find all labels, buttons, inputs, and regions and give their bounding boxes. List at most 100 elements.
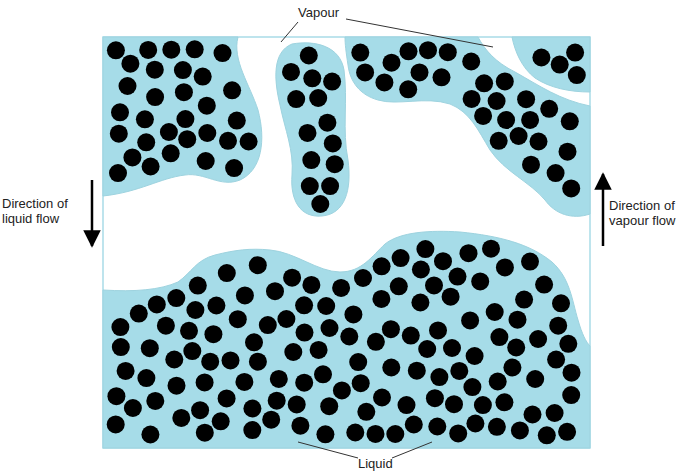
packing-particle (191, 401, 209, 419)
packing-particle (463, 90, 481, 108)
packing-particle (373, 389, 391, 407)
packing-particle (497, 111, 515, 129)
packing-particle (439, 43, 457, 61)
liquid-film (512, 37, 590, 92)
packing-particle (137, 133, 155, 151)
liquid-film (103, 231, 590, 448)
packing-particle (563, 364, 581, 382)
packing-particle (392, 249, 410, 267)
packing-particle (146, 88, 164, 106)
packing-particle (136, 110, 154, 128)
text-label: Direction of vapour flow (609, 198, 689, 228)
packing-particle (197, 152, 215, 170)
packing-particle (318, 114, 336, 132)
packing-particle (160, 123, 178, 141)
packing-particle (429, 321, 447, 339)
packing-particle (245, 333, 263, 351)
packing-particle (418, 340, 436, 358)
packing-particle (180, 322, 198, 340)
packing-particle (411, 294, 429, 312)
packing-particle (266, 282, 284, 300)
packing-particle (547, 351, 565, 369)
packing-particle (277, 310, 295, 328)
packing-particle (460, 244, 478, 262)
packing-particle (405, 416, 423, 434)
packing-particle (162, 41, 180, 59)
packing-particle (223, 81, 241, 99)
text-label: Direction of liquid flow (2, 196, 86, 226)
packing-particle (259, 316, 277, 334)
packing-particle (466, 415, 484, 433)
packing-particle (270, 370, 288, 388)
packing-particle (507, 339, 525, 357)
packing-particle (165, 351, 183, 369)
packing-particle (282, 63, 300, 81)
packing-particle (475, 74, 493, 92)
packing-particle (558, 423, 576, 441)
liquid-film (103, 37, 262, 196)
packing-particle (284, 343, 302, 361)
packing-particle (474, 107, 492, 125)
packing-particle (107, 387, 125, 405)
packing-particle (240, 133, 258, 151)
packing-particle (110, 125, 128, 143)
packing-particle (300, 47, 318, 65)
packing-particle (225, 159, 243, 177)
packing-particle (121, 55, 139, 73)
packing-particle (323, 73, 341, 91)
packing-particle (546, 404, 564, 422)
packing-particle (425, 276, 443, 294)
packing-particle (302, 151, 320, 169)
packing-particle (229, 310, 247, 328)
packing-particle (310, 341, 328, 359)
packing-particle (109, 164, 127, 182)
packing-particle (471, 272, 489, 290)
packing-particle (375, 73, 393, 91)
packing-particle (288, 395, 306, 413)
leader-line (392, 442, 432, 458)
packing-particle (357, 403, 375, 421)
packing-particle (408, 362, 426, 380)
packing-particle (228, 112, 246, 130)
packing-particle (299, 124, 317, 142)
vapour-flow-arrow (602, 174, 605, 246)
packing-particle (490, 132, 508, 150)
packing-particle (503, 359, 521, 377)
packing-particle (462, 53, 480, 71)
packing-particle (428, 418, 446, 436)
packing-particle (146, 61, 164, 79)
packing-particle (526, 370, 544, 388)
liquid-film (345, 37, 590, 216)
packing-particle (566, 44, 584, 62)
packing-particle (510, 127, 528, 145)
packing-particle (402, 327, 420, 345)
packing-particle (496, 72, 514, 90)
leader-line (346, 19, 493, 47)
packing-particle (530, 133, 548, 151)
leader-line (281, 22, 298, 42)
packing-particle (207, 297, 225, 315)
packing-particle (382, 320, 400, 338)
packing-particle (320, 397, 338, 415)
packing-particle (445, 395, 463, 413)
packing-particle (175, 83, 193, 101)
packing-particle (488, 418, 506, 436)
packing-particle (356, 63, 374, 81)
packing-particle (434, 252, 452, 270)
packing-particle (344, 305, 362, 323)
packing-particle (141, 339, 159, 357)
packing-particle (354, 269, 372, 287)
packing-particle (107, 41, 125, 59)
packing-particle (214, 44, 232, 62)
packing-particle (515, 291, 533, 309)
packing-particle (196, 424, 214, 442)
packing-particle (529, 330, 547, 348)
packing-particle (124, 399, 142, 417)
packing-particle (399, 80, 417, 98)
packing-particle (219, 132, 237, 150)
packing-particle (212, 412, 230, 430)
packing-particle (488, 92, 506, 110)
packing-particle (198, 124, 216, 142)
packing-particle (416, 240, 434, 258)
